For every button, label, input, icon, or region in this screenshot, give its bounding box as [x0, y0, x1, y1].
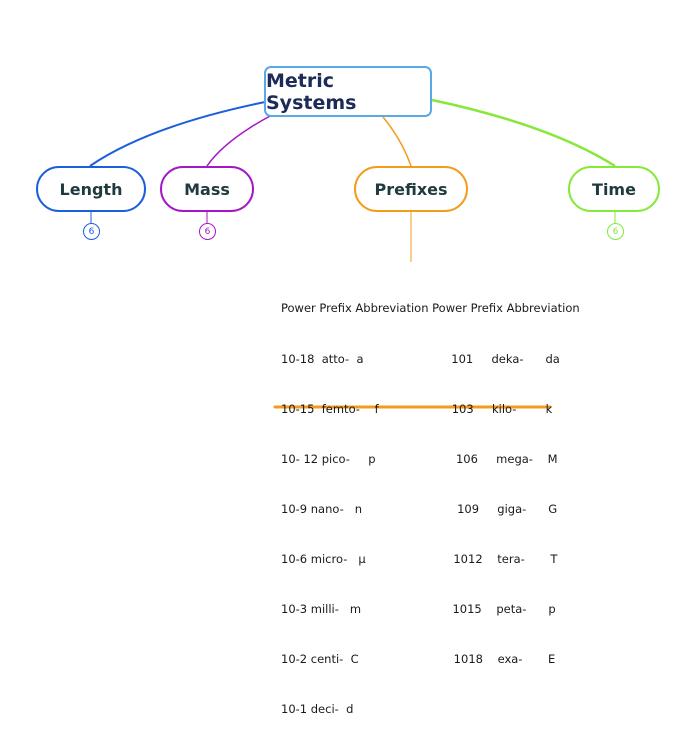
note-line: Power Prefix Abbreviation Power Prefix A…	[281, 301, 580, 316]
length-connector	[89, 100, 271, 167]
note-line: 10-3 milli- m 1015 peta- p	[281, 602, 556, 617]
topic-time[interactable]: Time	[568, 166, 660, 212]
topic-prefixes[interactable]: Prefixes	[354, 166, 468, 212]
mass-subtopic-count: 6	[204, 226, 211, 237]
note-line: 10-1 deci- d	[281, 702, 354, 717]
prefixes-note: Power Prefix Abbreviation Power Prefix A…	[281, 267, 580, 735]
topic-length[interactable]: Length	[36, 166, 146, 212]
mind-map-canvas	[89, 98, 616, 409]
mass-subtopic-count-badge[interactable]: 6	[199, 223, 216, 240]
topic-length-label: Length	[59, 179, 123, 199]
prefixes-connector	[382, 116, 412, 167]
note-line: 10-9 nano- n 109 giga- G	[281, 501, 558, 516]
topic-prefixes-label: Prefixes	[374, 179, 448, 199]
central-topic-label: Metric Systems	[266, 69, 357, 114]
length-subtopic-count: 6	[88, 226, 95, 237]
topic-mass-label: Mass	[184, 179, 230, 199]
length-subtopic-count-badge[interactable]: 6	[83, 223, 100, 240]
mass-connector	[206, 114, 273, 167]
time-subtopic-count: 6	[612, 226, 619, 237]
time-connector	[431, 98, 616, 168]
note-line: 10-18 atto- a 101 deka- da	[281, 351, 560, 366]
topic-mass[interactable]: Mass	[160, 166, 254, 212]
time-subtopic-count-badge[interactable]: 6	[607, 223, 624, 240]
note-line: 10- 12 pico- p 106 mega- M	[281, 451, 558, 466]
note-line: 10-15 femto- f 103 kilo- k	[281, 401, 553, 416]
topic-time-label: Time	[592, 179, 636, 199]
note-line: 10-6 micro- μ 1012 tera- T	[281, 551, 558, 566]
central-topic-metric-systems[interactable]: Metric Systems	[264, 66, 432, 117]
note-line: 10-2 centi- C 1018 exa- E	[281, 652, 556, 667]
